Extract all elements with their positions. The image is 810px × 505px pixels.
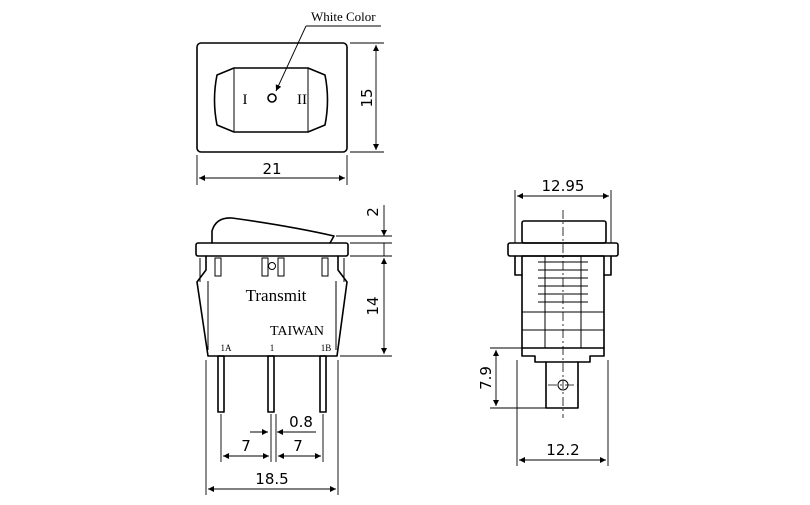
dim-pin-thickness: 0.8 [289, 413, 313, 431]
notch [261, 257, 269, 277]
elevation-view: Transmit TAIWAN 1A 1 1B 2 14 7 7 0.8 [195, 205, 392, 495]
notch [214, 257, 222, 277]
lamp-indicator [267, 93, 277, 103]
position-on-label: II [297, 92, 307, 108]
flange [195, 242, 349, 257]
pin-left [217, 355, 225, 413]
dim-rocker-rise: 2 [364, 207, 382, 217]
pin-right [319, 355, 327, 413]
terminal-label-1b: 1B [321, 343, 332, 353]
front-bezel [196, 42, 348, 153]
lamp-note: White Color [311, 9, 376, 24]
dim-terminal-length: 7.9 [477, 366, 495, 390]
rocker-face [213, 67, 329, 133]
dim-pin-span: 18.5 [255, 470, 288, 488]
switch-body [196, 255, 348, 357]
dim-body-height: 14 [364, 296, 382, 315]
position-off-label: I [243, 92, 248, 108]
brand-label: Transmit [246, 286, 307, 305]
notch [277, 257, 285, 277]
dim-front-height: 15 [358, 88, 376, 107]
dim-front-width: 21 [262, 160, 281, 178]
side-view: 12.95 7.9 12.2 [477, 177, 619, 466]
terminal-label-1a: 1A [221, 343, 233, 353]
lamp-leader [275, 25, 307, 92]
lamp-window [268, 262, 276, 270]
front-view: I II White Color 15 21 [196, 9, 384, 185]
dim-side-top: 12.95 [542, 177, 585, 195]
side-clip-left [514, 255, 523, 276]
dim-pitch-left: 7 [241, 437, 251, 455]
dim-side-bottom: 12.2 [546, 441, 579, 459]
terminal-label-1: 1 [270, 343, 275, 353]
dim-pitch-right: 7 [293, 437, 303, 455]
side-cap [521, 220, 607, 244]
notch [321, 257, 329, 277]
side-clip-right [603, 255, 612, 276]
pin-center [267, 355, 275, 413]
side-base [521, 347, 605, 363]
rocker-profile [211, 217, 335, 244]
origin-label: TAIWAN [270, 324, 324, 339]
